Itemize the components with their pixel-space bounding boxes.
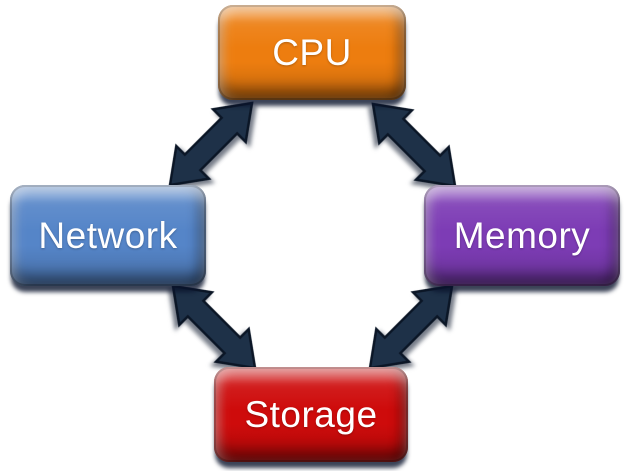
node-storage: Storage: [214, 367, 408, 462]
arrow-cpu-network: [150, 83, 272, 205]
node-network-label: Network: [38, 215, 178, 256]
node-memory: Memory: [424, 185, 620, 286]
node-storage-label: Storage: [244, 394, 378, 435]
node-cpu-label: CPU: [272, 32, 352, 73]
node-cpu: CPU: [218, 5, 406, 100]
node-memory-label: Memory: [453, 215, 591, 256]
node-network: Network: [10, 185, 206, 286]
double-arrow-icon: [168, 101, 254, 187]
